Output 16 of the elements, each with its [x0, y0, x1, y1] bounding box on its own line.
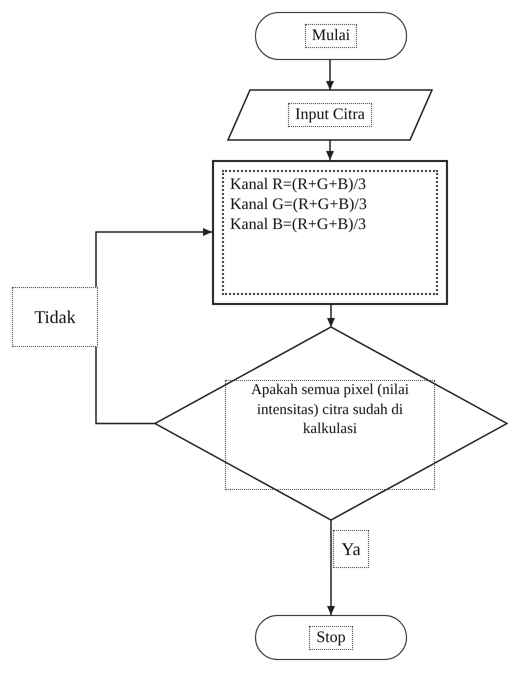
terminator-shape [255, 615, 407, 660]
formula-text: Kanal R=(R+G+B)/3 [230, 176, 367, 194]
arrow [326, 140, 334, 160]
edge-label: Tidak [12, 287, 98, 347]
decision-question: Apakah semua pixel (nilai intensitas) citra sudah di kalkulasi [225, 380, 435, 490]
arrow [327, 305, 335, 327]
edge-label: Ya [333, 530, 369, 568]
formula-text: Kanal G=(R+G+B)/3 [230, 196, 368, 214]
terminator-label: Stop [309, 626, 353, 650]
arrow [326, 60, 334, 90]
input-label: Input Citra [288, 103, 372, 127]
arrow [327, 520, 335, 615]
formula-text: Kanal B=(R+G+B)/3 [230, 216, 367, 234]
terminator-label: Mulai [304, 24, 358, 48]
process-box [212, 160, 448, 305]
terminator-shape [255, 12, 407, 60]
